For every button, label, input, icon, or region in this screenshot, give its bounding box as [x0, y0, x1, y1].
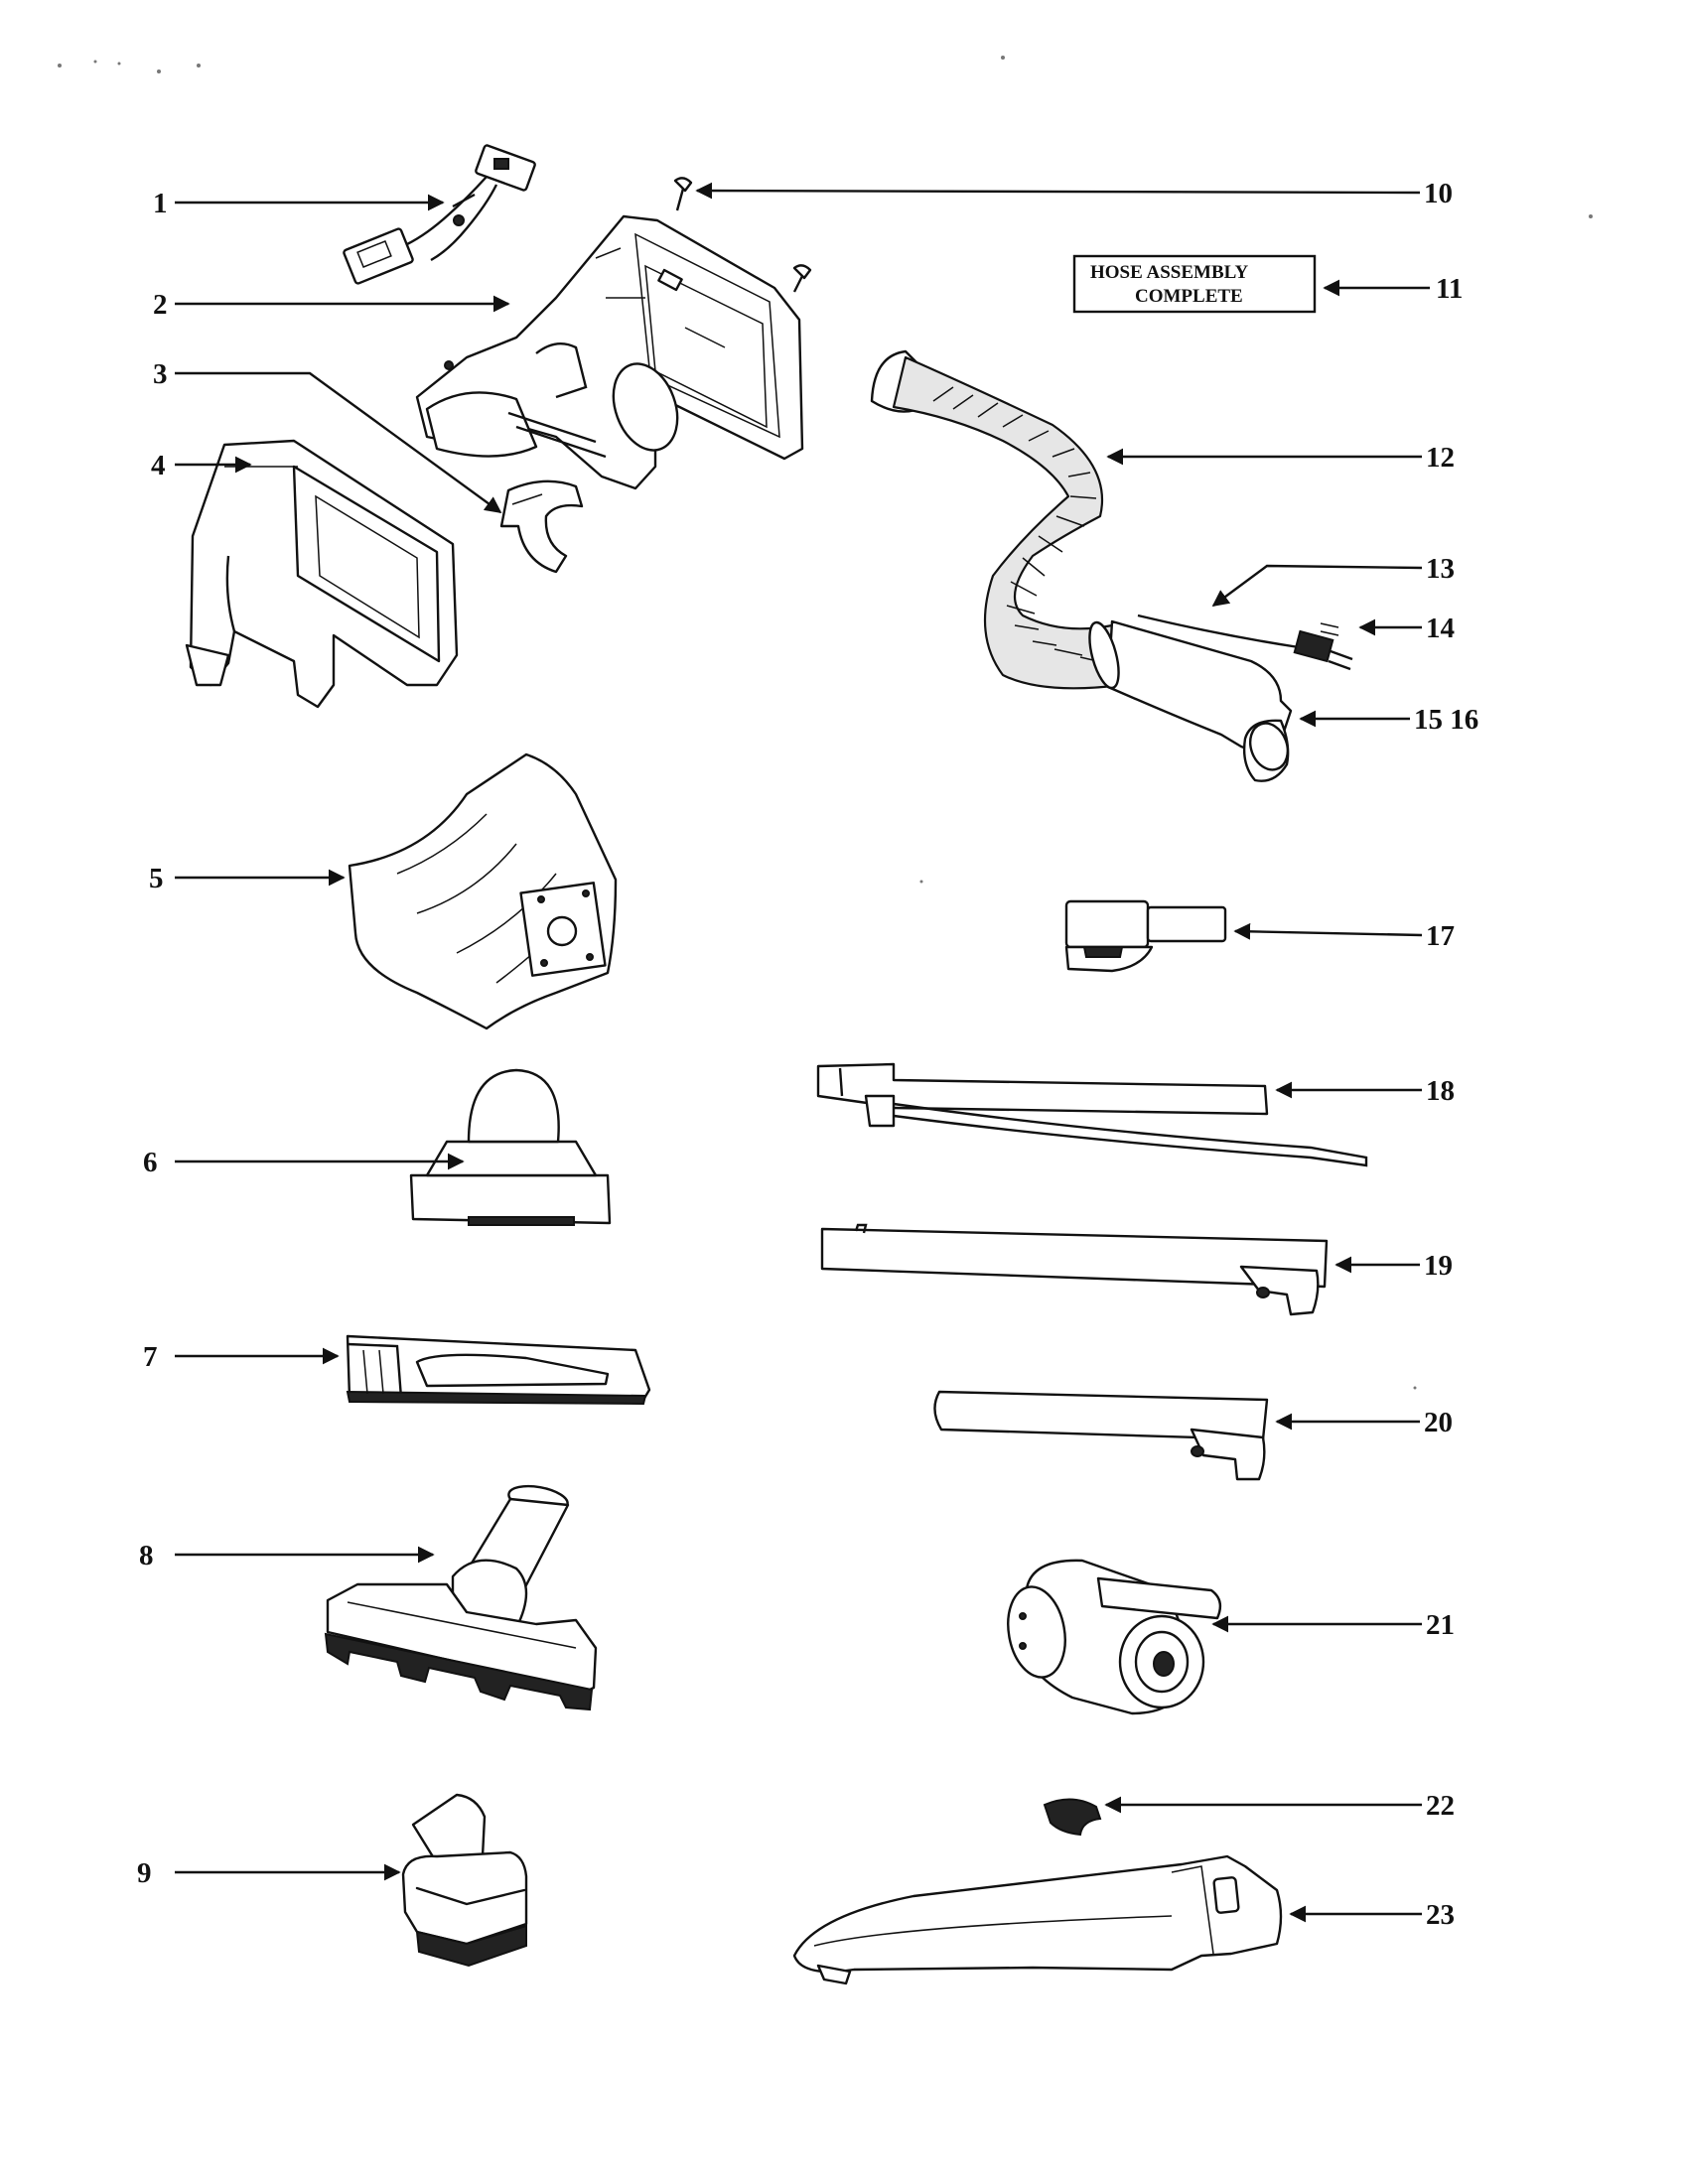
- screw-extra: [792, 264, 812, 293]
- part-18-wand: [816, 1062, 1368, 1167]
- part-5-dust-bag: [348, 752, 618, 1030]
- callout-15-16: 15 16: [1414, 704, 1478, 736]
- part-10-screw: [673, 177, 693, 211]
- callout-1: 1: [153, 188, 168, 219]
- part-9-dusting-brush: [401, 1793, 528, 1968]
- scan-specks: [58, 56, 1593, 1390]
- part-23-handle: [792, 1854, 1283, 1985]
- callout-17: 17: [1426, 920, 1455, 952]
- part-8-floor-brush: [324, 1484, 598, 1711]
- callout-19: 19: [1424, 1250, 1453, 1282]
- callout-23: 23: [1426, 1899, 1455, 1931]
- part-21-motor: [1007, 1559, 1222, 1715]
- hose-box-line2: COMPLETE: [1135, 286, 1243, 307]
- hose-box-line1: HOSE ASSEMBLY: [1090, 262, 1249, 283]
- callout-3: 3: [153, 358, 168, 390]
- callout-12: 12: [1426, 442, 1455, 474]
- callout-9: 9: [137, 1857, 152, 1889]
- callout-6: 6: [143, 1147, 158, 1178]
- callout-lines: [175, 182, 1430, 1923]
- callout-4: 4: [151, 450, 166, 481]
- part-13-cord: [1137, 614, 1300, 649]
- callout-2: 2: [153, 289, 168, 321]
- callout-7: 7: [143, 1341, 158, 1373]
- callout-13: 13: [1426, 553, 1455, 585]
- callout-labels: 1 2 3 4 5 6 7 8 9 10 11 12 13 14 15 16 1…: [137, 178, 1478, 1931]
- callout-14: 14: [1426, 613, 1455, 644]
- callout-18: 18: [1426, 1075, 1455, 1107]
- part-20-wand: [933, 1390, 1269, 1481]
- callout-21: 21: [1426, 1609, 1455, 1641]
- part-12-hose: [870, 349, 1293, 782]
- part-6-upholstery-nozzle: [409, 1068, 612, 1226]
- part-1-switch-wiring: [343, 144, 536, 285]
- part-19-wand: [820, 1223, 1329, 1316]
- callout-11: 11: [1436, 273, 1463, 305]
- part-2-housing-frame: [415, 214, 804, 490]
- callout-8: 8: [139, 1540, 154, 1571]
- part-4-filter-housing: [185, 439, 459, 709]
- part-11-hose-assembly-box: HOSE ASSEMBLY COMPLETE: [1072, 254, 1317, 314]
- part-22-clip: [1043, 1798, 1102, 1837]
- callout-5: 5: [149, 863, 164, 894]
- part-14-plug: [1293, 622, 1353, 671]
- callout-20: 20: [1424, 1407, 1453, 1438]
- part-17-coupler: [1064, 899, 1227, 973]
- part-3-clip: [499, 479, 584, 574]
- callout-22: 22: [1426, 1790, 1455, 1822]
- callout-10: 10: [1424, 178, 1453, 209]
- part-7-crevice-tool: [346, 1334, 651, 1406]
